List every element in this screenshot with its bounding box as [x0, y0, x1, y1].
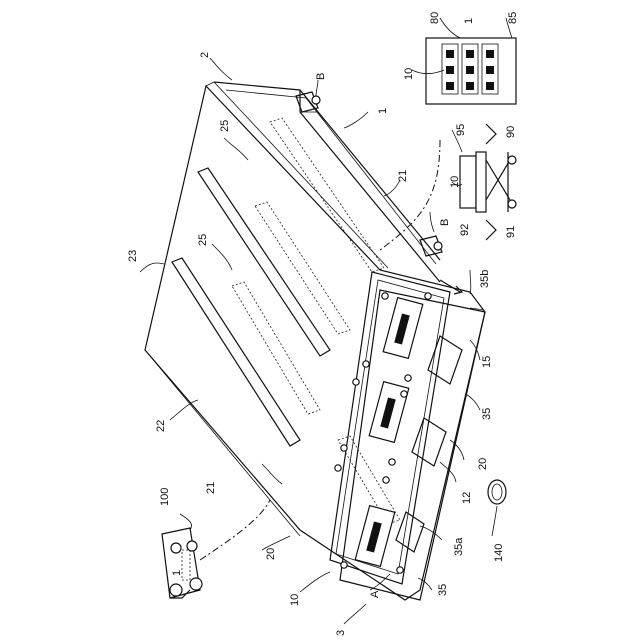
label-B-top: B — [315, 73, 327, 80]
leader-lines — [140, 18, 512, 624]
label-20-left: 20 — [265, 548, 277, 560]
battery-rack-icon — [426, 38, 516, 104]
mount-bracket-bottom — [420, 236, 442, 256]
label-B-bottom: B — [439, 219, 451, 226]
ring-bin-icon — [488, 480, 506, 504]
transfer-arrow-vehicle — [200, 500, 270, 560]
slot-outlines — [232, 118, 400, 524]
label-12: 12 — [461, 492, 473, 504]
label-2: 2 — [199, 52, 211, 58]
label-20: 20 — [477, 458, 489, 470]
label-15: 15 — [481, 356, 493, 368]
label-10-lift: 10 — [449, 176, 461, 188]
label-92: 92 — [459, 224, 471, 236]
label-1-car: 1 — [171, 570, 183, 576]
label-90: 90 — [505, 126, 517, 138]
label-21-left: 21 — [205, 482, 217, 494]
label-35a: 35a — [453, 537, 465, 556]
label-10-front: 10 — [289, 594, 301, 606]
label-35-bottom: 35 — [437, 584, 449, 596]
label-25-top: 25 — [219, 120, 231, 132]
label-21-right: 21 — [397, 170, 409, 182]
label-10-rack: 10 — [403, 68, 415, 80]
platform-plate — [145, 82, 485, 600]
transfer-arrow-rack — [380, 140, 440, 250]
scissor-lift-icon — [460, 124, 516, 240]
label-91: 91 — [505, 226, 517, 238]
label-A: A — [369, 590, 381, 598]
label-80: 80 — [429, 12, 441, 24]
label-1-main: 1 — [377, 108, 389, 114]
vehicle-icon — [162, 528, 202, 598]
label-3: 3 — [335, 630, 347, 636]
label-95: 95 — [455, 124, 467, 136]
label-140: 140 — [493, 544, 505, 562]
label-100: 100 — [159, 488, 171, 506]
label-25-mid: 25 — [197, 234, 209, 246]
reference-labels: 100 2 B 1 80 1 85 10 95 90 25 21 10 B 92… — [127, 12, 519, 636]
label-1-rack: 1 — [463, 18, 475, 24]
label-22: 22 — [155, 420, 167, 432]
guide-rails — [172, 168, 330, 446]
label-35-right: 35 — [481, 408, 493, 420]
label-85: 85 — [507, 12, 519, 24]
label-35b: 35b — [479, 270, 491, 288]
label-23: 23 — [127, 250, 139, 262]
